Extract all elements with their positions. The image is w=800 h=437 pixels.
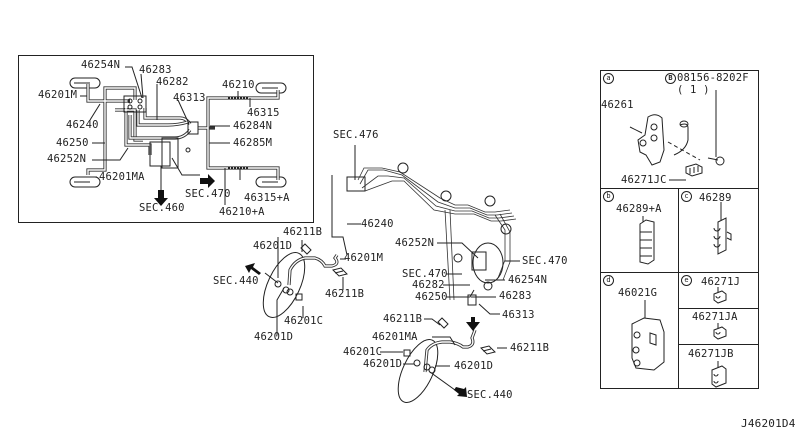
inset-label-sec470: SEC.470	[185, 188, 231, 200]
main-label-46201D-low2: 46201D	[454, 360, 494, 372]
inset-label-46201M: 46201M	[38, 89, 78, 101]
arrow-down-main	[466, 317, 480, 331]
main-label-46201D-top: 46201D	[253, 240, 293, 252]
inset-label-46201MA: 46201MA	[99, 171, 145, 183]
diagram-id: J46201D4	[741, 417, 796, 430]
inset-label-46250: 46250	[56, 137, 89, 149]
inset-wheel-rear-right	[255, 176, 287, 188]
inset-label-46252N: 46252N	[47, 153, 87, 165]
parts-panel-frame	[600, 70, 759, 389]
main-label-46201M: 46201M	[344, 252, 384, 264]
main-label-sec476: SEC.476	[333, 129, 379, 141]
inset-label-46283: 46283	[139, 64, 172, 76]
panel-e-part-46271JA: 46271JA	[692, 311, 738, 323]
panel-b-part: 46289+A	[616, 203, 662, 215]
main-label-sec470-left: SEC.470	[402, 268, 448, 280]
arrow-sec440-left	[245, 263, 261, 275]
inset-label-46285M: 46285M	[233, 137, 273, 149]
panel-a-bolt: 08156-8202F	[677, 72, 749, 84]
clip-46271JA-drawing	[713, 323, 727, 340]
main-leaders	[347, 145, 520, 315]
main-label-46211B-low: 46211B	[383, 313, 423, 325]
inset-label-46315A: 46315+A	[244, 192, 290, 204]
inset-label-46240: 46240	[66, 119, 99, 131]
inset-label-46254N: 46254N	[81, 59, 121, 71]
main-label-46201MA: 46201MA	[372, 331, 418, 343]
panel-c-letter: c	[681, 191, 692, 202]
arrow-sec470-inset	[200, 174, 215, 188]
clip-46271J-drawing	[713, 287, 727, 304]
main-label-46282: 46282	[412, 279, 445, 291]
inset-wheel-front-left	[69, 77, 101, 89]
arrow-sec460-inset	[154, 190, 168, 206]
main-label-46211B-mid: 46211B	[325, 288, 365, 300]
panel-e-part-46271J: 46271J	[701, 276, 741, 288]
inset-label-sec460: SEC.460	[139, 202, 185, 214]
main-label-sec440-left: SEC.440	[213, 275, 259, 287]
bolt-badge-icon: B	[665, 73, 676, 84]
inset-wheel-front-right	[255, 82, 287, 94]
panel-e-letter: e	[681, 275, 692, 286]
panel-a-clip: 46271JC	[621, 174, 667, 186]
main-label-46201D-left: 46201D	[254, 331, 294, 343]
main-pipe-harness	[331, 162, 517, 306]
inset-label-46282: 46282	[156, 76, 189, 88]
main-label-sec440-low: SEC.440	[467, 389, 513, 401]
left-wheel-group	[262, 237, 348, 335]
clip-46289A-drawing	[639, 216, 655, 265]
main-label-sec470-right: SEC.470	[522, 255, 568, 267]
inset-brake-pipes	[86, 84, 280, 180]
inset-label-46210: 46210	[222, 79, 255, 91]
inset-label-46315: 46315	[247, 107, 280, 119]
bracket-46261-drawing	[629, 90, 725, 181]
inset-label-46284N: 46284N	[233, 120, 273, 132]
lower-wheel-group	[380, 317, 507, 403]
panel-e-part-46271JB: 46271JB	[688, 348, 734, 360]
main-label-46283: 46283	[499, 290, 532, 302]
panel-d-part: 46021G	[618, 287, 658, 299]
inset-frame	[18, 55, 314, 223]
main-label-46254N: 46254N	[508, 274, 548, 286]
clip-46289-drawing	[713, 202, 732, 255]
panel-d-letter: d	[603, 275, 614, 286]
panel-a-letter: a	[603, 73, 614, 84]
main-label-46240: 46240	[361, 218, 394, 230]
inset-leaders	[80, 66, 251, 205]
panel-a-qty: ( 1 )	[677, 84, 710, 96]
panel-b-letter: b	[603, 191, 614, 202]
main-label-46250: 46250	[415, 291, 448, 303]
main-label-46211B-right: 46211B	[510, 342, 550, 354]
arrow-sec440-low	[454, 387, 467, 397]
inset-label-46210A: 46210+A	[219, 206, 265, 218]
main-label-46201D-low1: 46201D	[363, 358, 403, 370]
inset-label-46313: 46313	[173, 92, 206, 104]
main-label-46201C-low: 46201C	[343, 346, 383, 358]
main-label-46252N: 46252N	[395, 237, 435, 249]
main-label-46201C-left: 46201C	[284, 315, 324, 327]
inset-wheel-rear-left	[69, 176, 101, 188]
grommet-46021G-drawing	[631, 300, 665, 371]
main-label-46211B-top: 46211B	[283, 226, 323, 238]
clip-46271JB-drawing	[711, 361, 727, 388]
panel-a-bracket: 46261	[601, 99, 634, 111]
main-label-46313: 46313	[502, 309, 535, 321]
panel-c-part: 46289	[699, 192, 732, 204]
